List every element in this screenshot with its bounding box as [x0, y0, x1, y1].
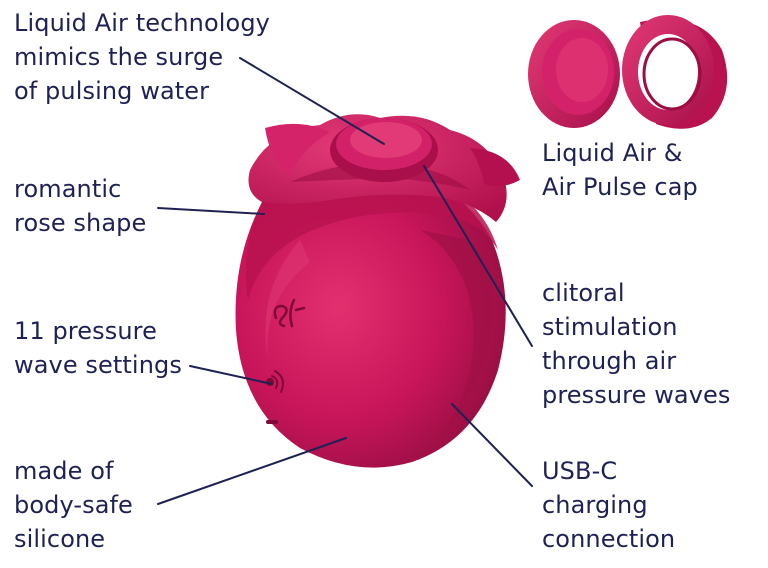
- callout-settings-line-1: 11 pressure: [14, 317, 157, 345]
- callout-caps-line-1: Liquid Air &: [542, 139, 683, 167]
- callout-shape-line-1: romantic: [14, 175, 122, 203]
- leader-line-technology: [239, 57, 385, 145]
- callout-material-line-2: body-safe: [14, 491, 133, 519]
- leader-line-material: [157, 437, 347, 505]
- callout-shape-line-2: rose shape: [14, 209, 147, 237]
- callout-charging-line-2: charging: [542, 491, 648, 519]
- charging-port-icon: [266, 420, 278, 424]
- callout-stimulation-line-2: stimulation: [542, 313, 678, 341]
- callout-shape: romantic rose shape: [14, 172, 146, 240]
- callout-charging-line-3: connection: [542, 525, 676, 553]
- leader-line-stimulation: [423, 165, 533, 347]
- callout-charging: USB-C charging connection: [542, 454, 675, 556]
- callout-technology-line-3: of pulsing water: [14, 77, 210, 105]
- callout-technology-line-2: mimics the surge: [14, 43, 224, 71]
- callout-material-line-1: made of: [14, 457, 114, 485]
- callout-material: made of body-safe silicone: [14, 454, 133, 556]
- callout-settings-line-2: wave settings: [14, 351, 182, 379]
- callout-stimulation: clitoral stimulation through air pressur…: [542, 276, 731, 412]
- leader-line-shape: [157, 207, 265, 215]
- air-pulse-cap: [622, 15, 728, 129]
- rose-body: [235, 114, 520, 468]
- liquid-air-cap: [528, 20, 620, 128]
- callout-stimulation-line-1: clitoral: [542, 279, 625, 307]
- leader-line-charging: [451, 403, 533, 487]
- callout-caps-line-2: Air Pulse cap: [542, 173, 698, 201]
- leader-line-settings: [189, 365, 273, 385]
- callout-stimulation-line-3: through air: [542, 347, 677, 375]
- callout-charging-line-1: USB-C: [542, 457, 618, 485]
- callout-stimulation-line-4: pressure waves: [542, 381, 731, 409]
- satisfyer-logo-icon: [273, 298, 306, 328]
- callout-settings: 11 pressure wave settings: [14, 314, 182, 382]
- callout-technology-line-1: Liquid Air technology: [14, 9, 270, 37]
- callout-material-line-3: silicone: [14, 525, 106, 553]
- leader-lines: [157, 57, 533, 505]
- callout-technology: Liquid Air technology mimics the surge o…: [14, 6, 270, 108]
- callout-caps: Liquid Air & Air Pulse cap: [542, 136, 698, 204]
